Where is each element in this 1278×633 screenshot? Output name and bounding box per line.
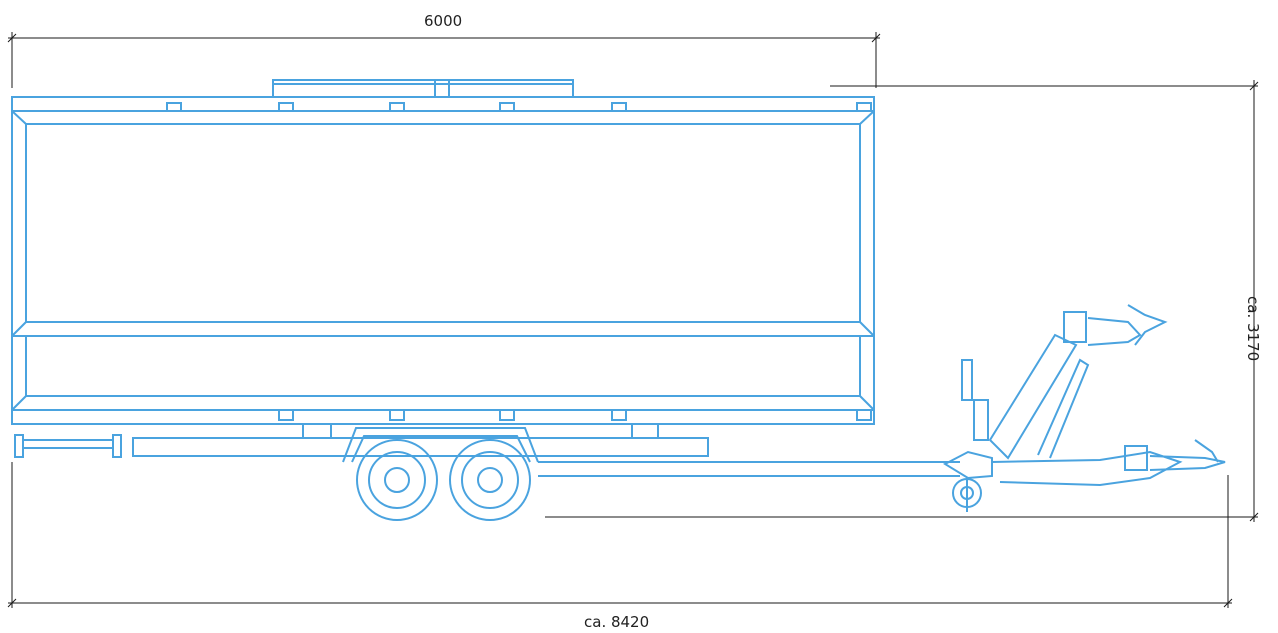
dimension-lines — [7, 32, 1259, 608]
dimension-length-box-label: 6000 — [424, 12, 463, 30]
dimension-total-length-label: ca. 8420 — [584, 613, 650, 631]
trailer-outline — [11, 79, 1226, 521]
dimension-total-height-label: ca. 3170 — [1244, 296, 1262, 362]
